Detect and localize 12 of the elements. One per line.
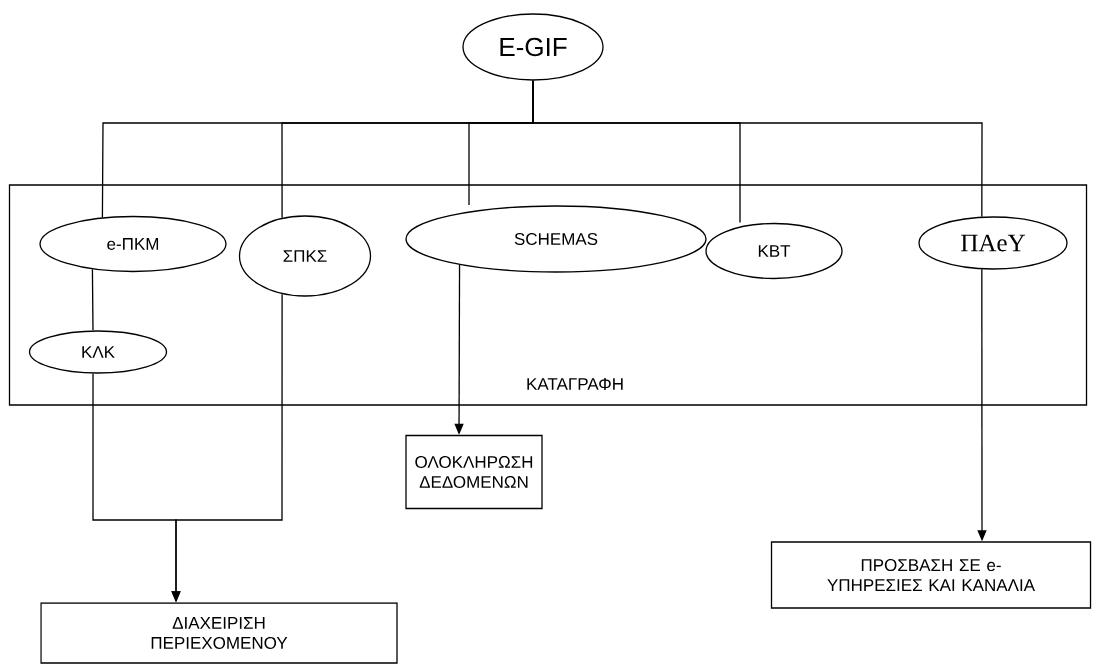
connector [91,268,94,331]
process-box: ΠΡΟΣΒΑΣΗ ΣΕ e- ΥΠΗΡΕΣΙΕΣ ΚΑΙ ΚΑΝΑΛΙΑ [770,541,1092,609]
ellipse-node: ΚΛΚ [28,330,168,374]
ellipse-node: ΠΑeΥ [918,216,1068,270]
process-box: ΔΙΑΧΕΙΡΙΣΗ ΠΕΡΙΕΧΟΜΕΝΟΥ [40,602,398,664]
connector [532,80,983,218]
ellipse-node: ΚΒΤ [705,222,843,280]
ellipse-node: SCHEMAS [405,205,707,273]
ellipse-node: ΣΠΚΣ [238,215,372,297]
ellipse-node: E-GIF [462,13,604,81]
process-box: ΟΛΟΚΛΗΡΩΣΗ ΔΕΔΟΜΕΝΩΝ [405,434,543,510]
ellipse-node: e-ΠΚΜ [39,215,227,273]
